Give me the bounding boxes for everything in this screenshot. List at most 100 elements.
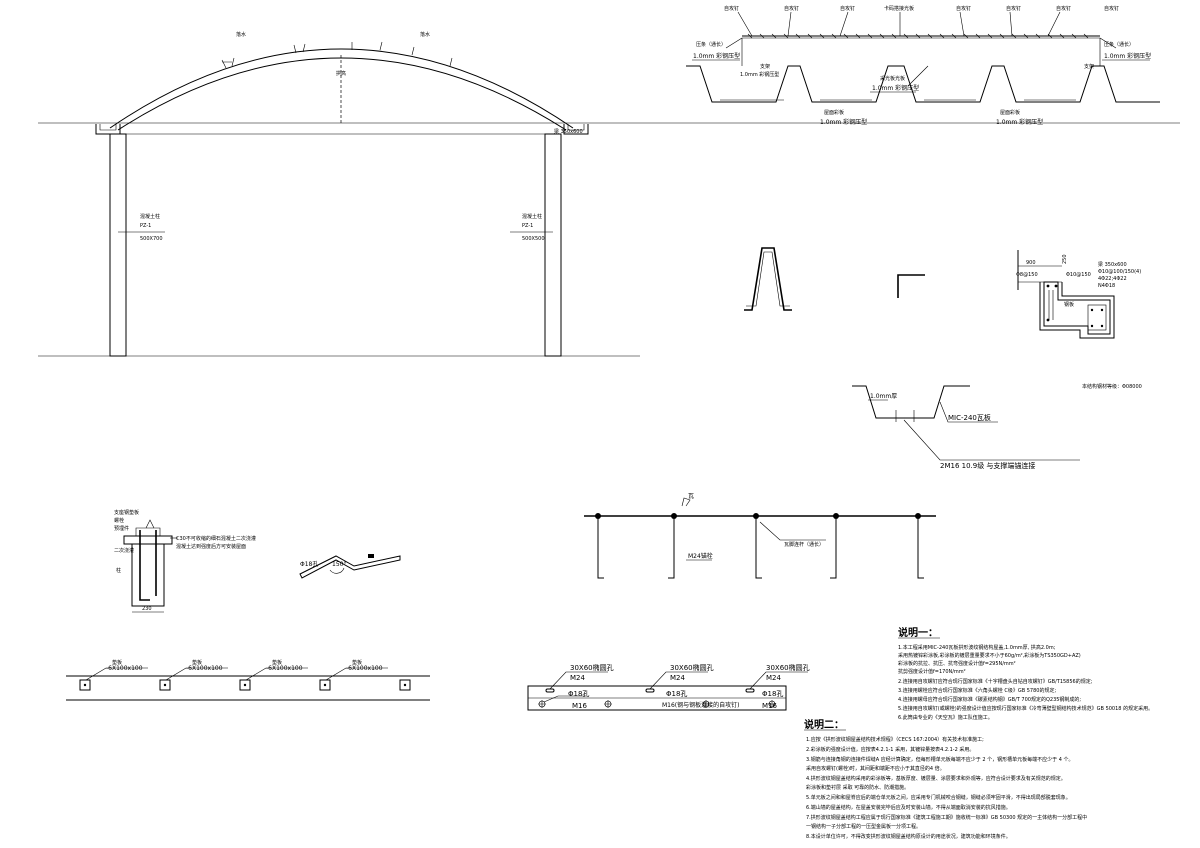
left-support-bracket: [95, 124, 121, 135]
notes-one-line-6: 3.连接用螺栓应符合现行国家标准《六角头螺栓 C级》GB 5780的规定;: [898, 687, 1056, 694]
hook-detail: Φ18孔 150°: [299, 554, 401, 579]
bolt-bottom-3: M16: [762, 702, 777, 710]
bolt-hole-label-2: 30X60椭圆孔: [670, 663, 714, 672]
arch-rise-label: 拱高: [336, 70, 346, 77]
arch-elevation: 落水 落水 拱高 混凝土柱 PZ-1 500X700 混凝土柱 PZ-1 500…: [38, 31, 1180, 357]
middle-sub: 1.0mm 彩钢压型: [872, 84, 919, 92]
notes-one-line-2: 采用热镀锌彩涂板,彩涂板的镀层重量要求不小于60g/m²,彩涂板为TS350GD…: [898, 652, 1081, 659]
purlin-frame: 瓦 瓦脚连杆（通长） M24锚栓: [584, 493, 936, 579]
roof-label-8: 自攻钉: [1104, 5, 1119, 12]
bolt-top-1: M24: [570, 674, 585, 682]
plate-size-2: -6X100x100: [186, 665, 223, 672]
left-column-size: 500X700: [140, 236, 163, 242]
notes-two-line-2: 2.彩涂板的强度设计值，应按表4.2.1-1 采用，其镀锌量按表4.2.1-2 …: [806, 746, 974, 753]
left-column-code: PZ-1: [140, 223, 151, 229]
bolt-top-2: M24: [670, 674, 685, 682]
notes-two-line-7: 5.单元板之间和和屋脊应后的端仓单元板之间，应采用专门机械咬合钢缝，钢缝必须牢固…: [806, 794, 1071, 801]
roof-label-5: 自攻钉: [956, 5, 971, 12]
notes-two-line-4: 采用自攻螺钉(螺栓)时，其间距和端距不应小于其直径的4 倍。: [806, 765, 945, 772]
beam-detail: 900 250 Φ8@150 Φ10@150 梁 350x600 Φ10@100…: [1016, 250, 1141, 339]
right-edge-sub: 1.0mm 彩钢压型: [1104, 52, 1151, 60]
embed-label-3: 预埋件: [114, 525, 129, 532]
beam-rebar-a: Φ8@150: [1016, 272, 1038, 278]
notes-two-line-10: 一钢结构一子分部工程的一压型金属板一分项工程。: [806, 823, 921, 830]
bolt-round-3: Φ18孔: [762, 690, 783, 698]
bolt-bottom-1: M16: [572, 702, 587, 710]
notes-two-line-8: 6.端山墙的屋盖结构，在屋盖安装完毕后应及时安装山墙，不得从端面取消安装的抗风措…: [806, 804, 1011, 811]
bolt-plate: 30X60椭圆孔 M24 30X60椭圆孔 M24 30X60椭圆孔 M24 Φ…: [527, 663, 810, 711]
notes-one-line-9: 6.此筒由专业的《天空瓦》施工队伍施工。: [898, 714, 993, 721]
angle-profile: [897, 274, 925, 298]
purlin-bolt-label: M24锚栓: [688, 552, 713, 560]
roof-label-6: 自攻钉: [1006, 5, 1021, 12]
notes-one-line-7: 4.连接用螺母应符合现行国家标准《碳素结构钢》GB/T 700规定的Q235钢制…: [898, 696, 1081, 703]
bolt-round-2: Φ18孔: [666, 690, 687, 698]
beam-spec-3: N4Φ18: [1098, 283, 1115, 289]
anchor-bolt-label: 2M16 10.9级 与支撑端锚连接: [940, 461, 1035, 470]
panel-left-label: 屋面彩板: [824, 109, 844, 116]
embed-label-1: 支座钢垫板: [114, 509, 139, 516]
right-column-title: 混凝土柱: [522, 213, 542, 220]
beam-label: 梁 350x600: [554, 128, 583, 135]
notes-two-line-5: 4.拱形波纹钢屋盖结构采用的彩涂板等，基板厚度、镀层量、涂层要求和外观等，应符合…: [806, 775, 1066, 782]
purlin-top-label: 瓦: [688, 493, 694, 500]
notes-two-line-9: 7.拱形波纹钢屋盖结构工程应属于现行国家标准《建筑工程施工期》施收统一标准》GB…: [806, 814, 1087, 821]
roof-label-2: 自攻钉: [784, 5, 799, 12]
right-edge-label: 压条（通长）: [1104, 41, 1134, 48]
plate-size-1: -6X100x100: [106, 665, 143, 672]
arch-inner-curve: [117, 57, 567, 131]
embed-detail: 支座钢垫板 螺栓 预埋件 二次浇灌 C30不可收缩的细石混凝土二次浇灌 混凝土达…: [114, 509, 256, 613]
right-column-code: PZ-1: [522, 223, 533, 229]
beam-rebar-b: Φ10@150: [1066, 272, 1091, 278]
hook-angle-label: 150°: [332, 561, 346, 568]
arch-label-right: 落水: [420, 31, 430, 38]
bolt-round-1: Φ18孔: [568, 690, 589, 698]
embed-note-2: 混凝土达到强度后方可安装屋面: [176, 543, 246, 550]
support-left-label: 支架: [760, 63, 770, 70]
bolt-hole-label-3: 30X60椭圆孔: [766, 663, 810, 672]
plate-markers: [79, 679, 411, 691]
arch-label-left: 落水: [236, 31, 246, 38]
left-edge-sub: 1.0mm 彩钢压型: [693, 52, 740, 60]
beam-dim-b: 250: [1062, 254, 1068, 264]
bolt-mid-note: M16(钢与钢板连接的自攻钉): [662, 701, 740, 709]
anchor-panel-code: MIC-240瓦板: [948, 413, 991, 422]
left-column-title: 混凝土柱: [140, 213, 160, 220]
left-edge-label: 压条（通长）: [696, 41, 726, 48]
notes-two-title: 说明二：: [804, 718, 844, 731]
embed-note-1: C30不可收缩的细石混凝土二次浇灌: [176, 535, 256, 542]
plate-label-1: 垫板: [112, 659, 122, 666]
purlin-tie-label: 瓦脚连杆（通长）: [784, 541, 824, 548]
panel-right-label: 屋面彩板: [1000, 109, 1020, 116]
bolt-hole-label-1: 30X60椭圆孔: [570, 663, 614, 672]
middle-label: 采光板光板: [880, 75, 905, 82]
notes-one: 说明一： 1.本工程采用MIC-240瓦板拱形波纹钢结构屋盖,1.0mm厚, 拱…: [898, 626, 1153, 721]
right-support-bracket: [563, 124, 589, 135]
anchor-section: 本结构钢材等级：Φ08000 1.0mm厚 MIC-240瓦板 2M16 10.…: [852, 383, 1142, 470]
embed-dim-bottom: 230: [142, 606, 152, 612]
notes-two: 说明二： 1.应按《拱形波纹钢屋盖结构技术规程》（CECS 167:2004）有…: [804, 718, 1087, 840]
beam-inner-label: 钢板: [1064, 301, 1074, 308]
roof-label-3: 自攻钉: [840, 5, 855, 12]
beam-spec-2: 4Φ22;4Φ22: [1098, 276, 1127, 282]
beam-dim-a: 900: [1026, 260, 1036, 266]
right-column-size: 500X500: [522, 236, 545, 242]
notes-two-line-11: 8.本设计单位许可，不得改变拱形波纹钢屋盖结构原设计的用途状况，建筑功能和环境条…: [806, 833, 1011, 840]
panel-left-sub: 1.0mm 彩钢压型: [820, 118, 867, 126]
notes-one-line-1: 1.本工程采用MIC-240瓦板拱形波纹钢结构屋盖,1.0mm厚, 拱高2.0m…: [898, 644, 1056, 651]
panel-right-sub: 1.0mm 彩钢压型: [996, 118, 1043, 126]
plate-label-3: 垫板: [272, 659, 282, 666]
support-right-label: 支架: [1084, 63, 1094, 70]
notes-one-line-4: 抗剪强度设计值f=170N/mm²: [898, 668, 966, 675]
notes-two-line-1: 1.应按《拱形波纹钢屋盖结构技术规程》（CECS 167:2004）有关技术标准…: [806, 736, 984, 743]
trapezoid-profile: [744, 247, 792, 311]
arch-ribs: [221, 41, 453, 69]
notes-two-line-6: 彩涂板和垫衬层 采取 可靠的防水、防潮措施。: [806, 784, 909, 791]
notes-one-line-5: 2.连接用自攻螺钉应符合现行国家标准《十字槽盘头自钻自攻螺钉》GB/T15856…: [898, 678, 1093, 685]
support-left-sub: 1.0mm 彩钢压型: [740, 71, 779, 78]
roof-label-4: 卡码搭接光板: [884, 5, 914, 12]
roof-label-7: 自攻钉: [1056, 5, 1071, 12]
anchor-sheet-label: 1.0mm厚: [870, 393, 897, 400]
plate-label-2: 垫板: [192, 659, 202, 666]
